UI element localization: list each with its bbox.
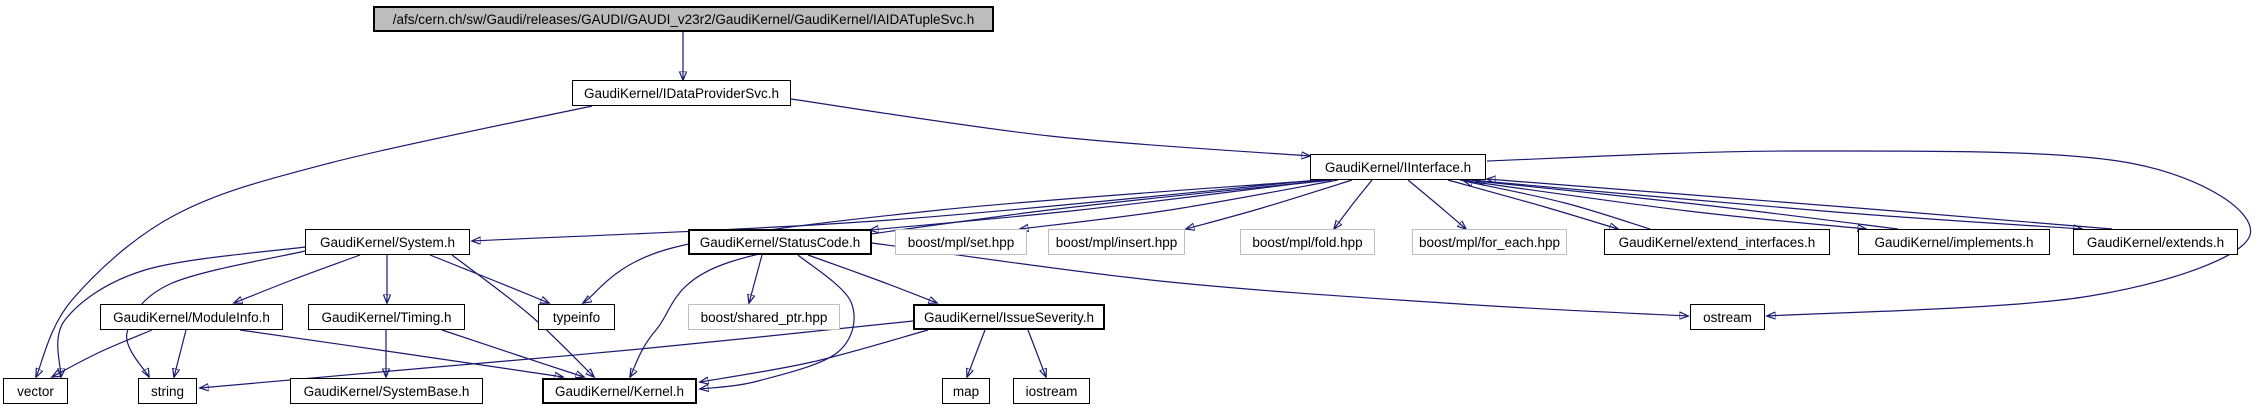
- edge-moduleinfo--vector: [52, 329, 153, 377]
- node-shared-ptr[interactable]: boost/shared_ptr.hpp: [688, 304, 840, 330]
- node-idataprovidersvc[interactable]: GaudiKernel/IDataProviderSvc.h: [572, 80, 791, 106]
- edge-statuscode--shared-ptr: [749, 254, 763, 303]
- edge-iinterface--ostream: [1486, 150, 2252, 316]
- edge-issueseverity--map: [967, 329, 986, 377]
- edge-extend-interfaces--iinterface: [1464, 181, 1651, 230]
- node-mpl-fold[interactable]: boost/mpl/fold.hpp: [1240, 229, 1375, 255]
- edge-iinterface--mpl-set: [1020, 179, 1339, 229]
- edge-issueseverity--iostream: [1027, 329, 1046, 377]
- edge-iinterface--system: [472, 179, 1319, 241]
- node-typeinfo[interactable]: typeinfo: [538, 304, 615, 330]
- edge-iinterface--mpl-for-each: [1407, 179, 1466, 229]
- edge-system--kernel: [451, 254, 594, 377]
- edge-iinterface--extends: [1469, 179, 2082, 229]
- node-string[interactable]: string: [138, 378, 197, 404]
- edge-system--typeinfo: [429, 254, 549, 303]
- node-root[interactable]: /afs/cern.ch/sw/Gaudi/releases/GAUDI/GAU…: [373, 6, 994, 32]
- edge-issueseverity--kernel: [700, 329, 929, 382]
- node-vector[interactable]: vector: [3, 378, 68, 404]
- edge-iinterface--typeinfo: [583, 179, 1323, 303]
- edge-extends--iinterface: [1487, 179, 2113, 230]
- node-moduleinfo[interactable]: GaudiKernel/ModuleInfo.h: [100, 304, 283, 330]
- edge-iinterface--implements: [1459, 179, 1866, 229]
- node-system[interactable]: GaudiKernel/System.h: [305, 229, 470, 255]
- edge-iinterface--mpl-fold: [1334, 179, 1373, 229]
- node-mpl-set[interactable]: boost/mpl/set.hpp: [895, 229, 1027, 255]
- node-issueseverity[interactable]: GaudiKernel/IssueSeverity.h: [913, 304, 1105, 330]
- edge-idataprovidersvc--iinterface: [790, 98, 1310, 156]
- node-extends[interactable]: GaudiKernel/extends.h: [2073, 229, 2238, 255]
- edge-iinterface--statuscode: [870, 179, 1327, 230]
- edge-system--string: [126, 250, 306, 377]
- edge-issueseverity--string: [200, 320, 914, 388]
- node-iostream[interactable]: iostream: [1013, 378, 1090, 404]
- edge-moduleinfo--string: [174, 329, 187, 377]
- node-statuscode[interactable]: GaudiKernel/StatusCode.h: [688, 229, 872, 255]
- edge-iinterface--kernel: [630, 179, 1333, 377]
- edge-iinterface--mpl-insert: [1186, 179, 1353, 229]
- node-implements[interactable]: GaudiKernel/implements.h: [1858, 229, 2050, 255]
- node-mpl-for-each[interactable]: boost/mpl/for_each.hpp: [1412, 229, 1567, 255]
- node-systembase[interactable]: GaudiKernel/SystemBase.h: [290, 378, 483, 404]
- node-kernel[interactable]: GaudiKernel/Kernel.h: [542, 378, 697, 404]
- node-mpl-insert[interactable]: boost/mpl/insert.hpp: [1048, 229, 1185, 255]
- node-ostream[interactable]: ostream: [1690, 304, 1765, 330]
- edge-system--vector: [57, 246, 306, 377]
- edge-idataprovidersvc--vector: [36, 105, 593, 377]
- edge-implements--iinterface: [1476, 181, 1899, 230]
- node-extend-interfaces[interactable]: GaudiKernel/extend_interfaces.h: [1604, 229, 1830, 255]
- node-timing[interactable]: GaudiKernel/Timing.h: [308, 304, 465, 330]
- edge-moduleinfo--kernel: [239, 329, 563, 377]
- edge-timing--kernel: [441, 329, 584, 377]
- edge-statuscode--ostream: [871, 242, 1688, 316]
- edge-statuscode--issueseverity: [807, 254, 937, 303]
- edge-statuscode--kernel: [700, 254, 855, 389]
- node-iinterface[interactable]: GaudiKernel/IInterface.h: [1310, 154, 1486, 180]
- edge-system--moduleinfo: [234, 254, 361, 303]
- node-map[interactable]: map: [942, 378, 990, 404]
